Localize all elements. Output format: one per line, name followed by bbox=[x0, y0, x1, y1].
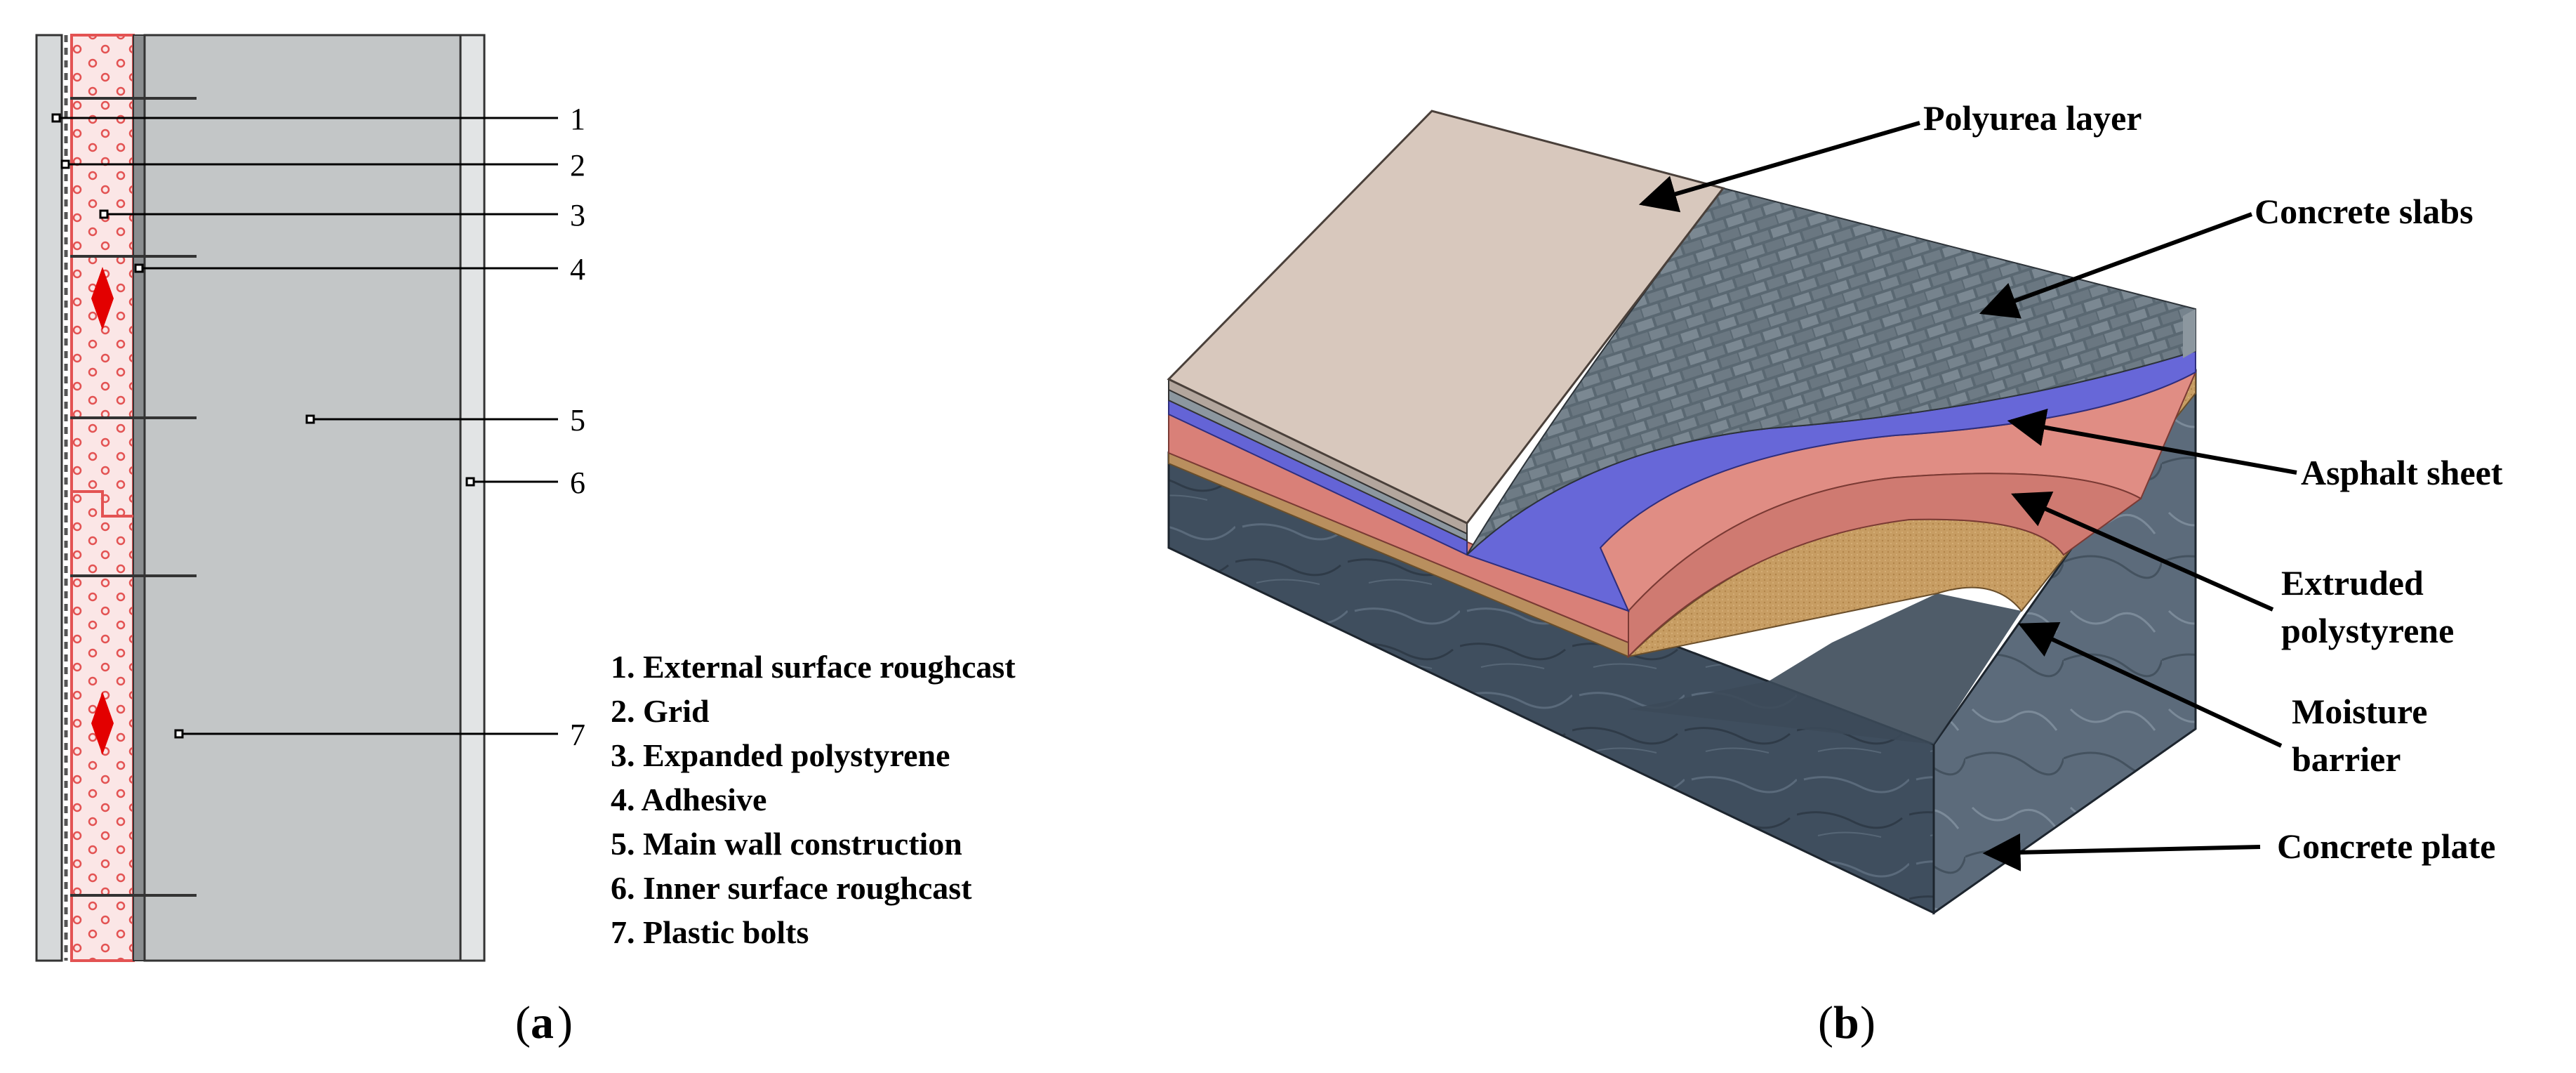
plastic-bolt-icon bbox=[91, 267, 114, 755]
inner-roughcast-layer bbox=[459, 34, 486, 962]
label-moisture-barrier-2: barrier bbox=[2292, 739, 2401, 779]
main-wall-layer bbox=[143, 34, 462, 962]
legend-item: 7. Plastic bolts bbox=[611, 914, 809, 950]
label-concrete-slabs: Concrete slabs bbox=[2255, 192, 2474, 231]
caption-b-letter: b bbox=[1833, 997, 1859, 1048]
caption-a-letter: a bbox=[531, 997, 554, 1048]
callout-3: 3 bbox=[570, 198, 585, 232]
svg-text:): ) bbox=[1860, 997, 1875, 1048]
legend-item: 2. Grid bbox=[611, 693, 710, 729]
label-concrete-plate: Concrete plate bbox=[2277, 827, 2495, 866]
label-extruded-polystyrene-1: Extruded bbox=[2281, 563, 2424, 603]
polyurea-layer bbox=[1167, 110, 1725, 525]
caption-b: ( b ) bbox=[1818, 997, 1875, 1048]
callout-5: 5 bbox=[570, 403, 585, 437]
svg-text:(: ( bbox=[515, 997, 531, 1048]
legend-item: 1. External surface roughcast bbox=[611, 649, 1016, 685]
legend-item: 5. Main wall construction bbox=[611, 826, 962, 862]
legend-item: 3. Expanded polystyrene bbox=[611, 737, 950, 773]
concrete-plate-cut bbox=[1628, 593, 2021, 744]
slab-edge-right bbox=[2183, 309, 2196, 358]
panel-a-wall-section: 1 2 3 4 5 6 7 1. External surface roughc… bbox=[35, 34, 1016, 1048]
caption-a: ( a ) bbox=[515, 997, 573, 1048]
concrete-slabs-surface bbox=[1466, 187, 2196, 555]
callout-1: 1 bbox=[570, 102, 585, 136]
anchor-lines bbox=[70, 97, 197, 897]
label-extruded-polystyrene-2: polystyrene bbox=[2281, 611, 2454, 650]
legend-item: 4. Adhesive bbox=[611, 782, 766, 817]
label-polyurea-layer: Polyurea layer bbox=[1923, 98, 2142, 138]
callout-2: 2 bbox=[570, 148, 585, 183]
legend-item: 6. Inner surface roughcast bbox=[611, 870, 972, 906]
legend: 1. External surface roughcast 2. Grid 3.… bbox=[611, 649, 1016, 950]
svg-text:): ) bbox=[557, 997, 573, 1048]
callout-7: 7 bbox=[570, 718, 585, 752]
bolt-detail bbox=[72, 490, 133, 518]
callout-leaders bbox=[51, 113, 558, 739]
callout-4: 4 bbox=[570, 252, 585, 287]
adhesive-layer bbox=[133, 34, 145, 961]
label-arrows bbox=[1638, 121, 2297, 871]
svg-text:(: ( bbox=[1818, 997, 1833, 1048]
label-moisture-barrier-1: Moisture bbox=[2292, 692, 2427, 731]
callout-6: 6 bbox=[570, 466, 585, 500]
panel-b-floor-section: Polyurea layer Concrete slabs Asphalt sh… bbox=[1167, 98, 2503, 1048]
label-asphalt-sheet: Asphalt sheet bbox=[2301, 453, 2503, 492]
external-roughcast-layer bbox=[35, 34, 63, 962]
